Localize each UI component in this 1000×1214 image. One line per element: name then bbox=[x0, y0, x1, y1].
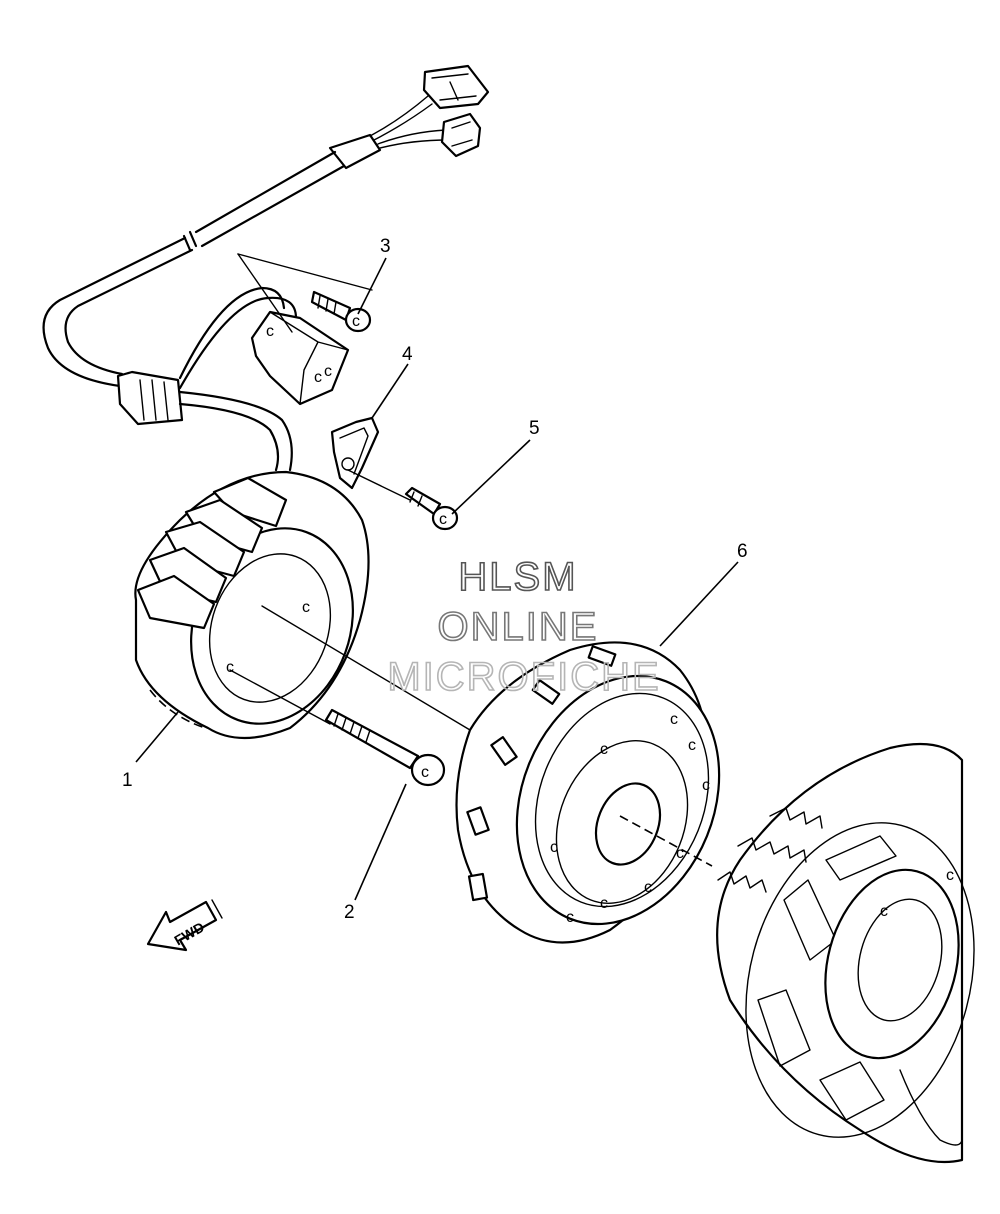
bolt-2: c bbox=[229, 669, 446, 787]
starter-flywheel: c c bbox=[716, 742, 975, 1164]
svg-text:c: c bbox=[644, 879, 652, 896]
svg-text:c: c bbox=[324, 363, 332, 380]
svg-text:c: c bbox=[421, 764, 429, 781]
wire-clamp-4 bbox=[330, 416, 380, 490]
svg-text:c: c bbox=[600, 895, 608, 912]
svg-text:c: c bbox=[880, 903, 888, 920]
svg-text:c: c bbox=[226, 659, 234, 676]
callout-2: 2 bbox=[344, 902, 355, 923]
callout-1: 1 bbox=[122, 770, 133, 791]
callout-6: 6 bbox=[737, 541, 748, 562]
svg-text:c: c bbox=[688, 737, 696, 754]
leader-lines bbox=[135, 257, 739, 901]
callout-3: 3 bbox=[380, 236, 391, 257]
watermark-line-1: HLSM bbox=[458, 555, 577, 599]
screw-5: c bbox=[347, 469, 459, 531]
svg-text:c: c bbox=[676, 845, 684, 862]
svg-text:c: c bbox=[352, 313, 360, 330]
rotor-6: c c c c c c c c c bbox=[455, 641, 721, 944]
watermark-line-3: MICROFICHE bbox=[387, 655, 660, 699]
svg-text:c: c bbox=[550, 839, 558, 856]
svg-text:c: c bbox=[566, 909, 574, 926]
svg-text:c: c bbox=[670, 711, 678, 728]
svg-text:c: c bbox=[266, 323, 274, 340]
callout-5: 5 bbox=[529, 418, 540, 439]
wire-harness bbox=[42, 64, 490, 472]
screw-3: c bbox=[310, 290, 372, 333]
svg-text:c: c bbox=[314, 369, 322, 386]
callout-labels: 1 2 3 4 5 6 bbox=[122, 236, 748, 923]
svg-text:c: c bbox=[702, 777, 710, 794]
svg-text:c: c bbox=[439, 511, 447, 528]
stator-1: c c bbox=[134, 470, 471, 740]
watermark-line-2: ONLINE bbox=[438, 605, 599, 649]
pickup-coil: c c c bbox=[237, 253, 373, 406]
svg-text:c: c bbox=[302, 599, 310, 616]
callout-4: 4 bbox=[402, 344, 413, 365]
svg-text:c: c bbox=[600, 741, 608, 758]
svg-text:c: c bbox=[946, 867, 954, 884]
watermark: HLSM ONLINE MICROFICHE bbox=[387, 554, 660, 700]
fwd-direction-arrow: FWD bbox=[146, 899, 223, 952]
